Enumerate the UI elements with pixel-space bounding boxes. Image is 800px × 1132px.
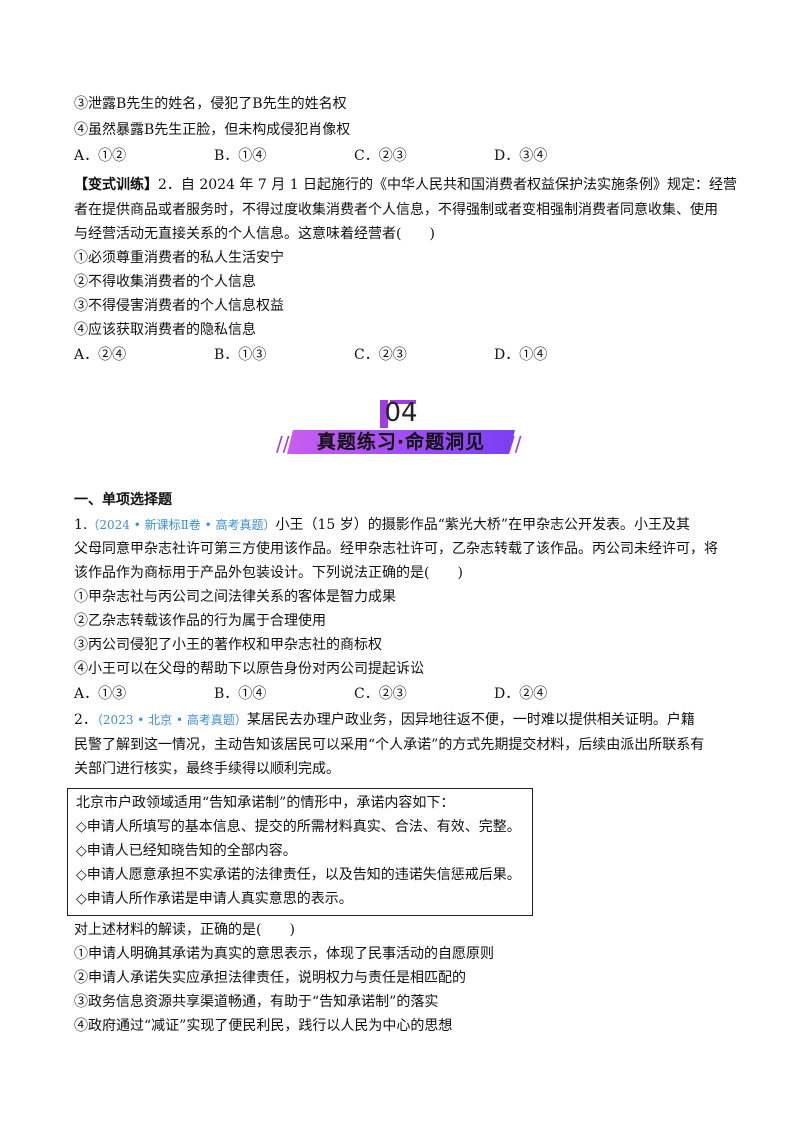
variant-options: A．②④ B．①③ C．②③ D．①④ xyxy=(74,343,734,367)
variant-label: 【变式训练】 xyxy=(74,177,158,193)
q1-option-a: A．①③ xyxy=(74,686,127,702)
q2-item-4: ④政府通过“减证”实现了便民利民，践行以人民为中心的思想 xyxy=(74,1018,453,1034)
q2-box-line-5: ◇申请人所作承诺是申请人真实意思的表示。 xyxy=(76,891,353,907)
q1-source: （2024 • 新课标Ⅱ卷 • 高考真题） xyxy=(87,518,276,532)
q1-item-4: ④小王可以在父母的帮助下以原告身份对丙公司提起诉讼 xyxy=(74,661,424,677)
variant-stem-1: 2．自 2024 年 7 月 1 日起施行的《中华人民共和国消费者权益保护法实施… xyxy=(158,177,738,193)
q1-stem-first: 小王（15 岁）的摄影作品“紫光大桥”在甲杂志公开发表。小王及其 xyxy=(275,517,691,533)
prev-options: A．①② B．①④ C．②③ D．③④ xyxy=(74,144,734,168)
number-accent-line xyxy=(390,400,416,404)
right-slash-decoration: // xyxy=(508,432,522,456)
q2-stem-line-1: 2．（2023 • 北京 • 高考真题）某居民去办理户政业务，因异地往返不便，一… xyxy=(74,708,695,732)
prev-option-b: B．①④ xyxy=(214,148,267,164)
q1-item-2: ②乙杂志转载该作品的行为属于合理使用 xyxy=(74,613,326,629)
section-banner: 04 // 真题练习·命题洞见 // xyxy=(276,398,526,462)
q1-number: 1. xyxy=(74,517,88,533)
section-title: 真题练习·命题洞见 xyxy=(316,431,486,453)
q2-box-line-1: 北京市户政领域适用“告知承诺制”的情形中，承诺内容如下： xyxy=(76,795,455,811)
variant-option-c: C．②③ xyxy=(354,347,407,363)
prev-item-4: ④虽然暴露B先生正脸，但未构成侵犯肖像权 xyxy=(74,122,351,138)
variant-option-d: D．①④ xyxy=(494,347,548,363)
q2-stem-line-3: 关部门进行核实，最终手续得以顺利完成。 xyxy=(74,761,340,777)
variant-item-3: ③不得侵害消费者的个人信息权益 xyxy=(74,298,284,314)
prev-option-a: A．①② xyxy=(74,148,127,164)
q1-option-b: B．①④ xyxy=(214,686,267,702)
q1-stem-line-3: 该作品作为商标用于产品外包装设计。下列说法正确的是( ) xyxy=(74,565,463,581)
q2-box-line-2: ◇申请人所填写的基本信息、提交的所需材料真实、合法、有效、完整。 xyxy=(76,819,521,835)
variant-item-2: ②不得收集消费者的个人信息 xyxy=(74,274,256,290)
variant-option-a: A．②④ xyxy=(74,347,127,363)
q1-option-d: D．②④ xyxy=(494,686,548,702)
variant-stem-line-2: 者在提供商品或者服务时，不得过度收集消费者个人信息，不得强制或者变相强制消费者同… xyxy=(74,202,718,218)
variant-option-b: B．①③ xyxy=(214,347,267,363)
q2-item-1: ①申请人明确其承诺为真实的意思表示，体现了民事活动的自愿原则 xyxy=(74,946,494,962)
prev-option-c: C．②③ xyxy=(354,148,407,164)
q1-options: A．①③ B．①④ C．②③ D．②④ xyxy=(74,682,734,706)
part-heading: 一、单项选择题 xyxy=(74,492,172,508)
number-accent-bar xyxy=(380,400,388,428)
q1-item-1: ①甲杂志社与丙公司之间法律关系的客体是智力成果 xyxy=(74,589,396,605)
q1-stem-line-2: 父母同意甲杂志社许可第三方使用该作品。经甲杂志社许可，乙杂志转载了该作品。丙公司… xyxy=(74,541,718,557)
q2-item-3: ③政务信息资源共享渠道畅通，有助于“告知承诺制”的落实 xyxy=(74,994,439,1010)
q2-box-line-3: ◇申请人已经知晓告知的全部内容。 xyxy=(76,843,297,859)
section-number: 04 xyxy=(384,398,418,428)
variant-stem-line-3: 与经营活动无直接关系的个人信息。这意味着经营者( ) xyxy=(74,226,435,242)
q2-stem-first: 某居民去办理户政业务，因异地往返不便，一时难以提供相关证明。户籍 xyxy=(246,712,695,728)
q2-box-line-4: ◇申请人愿意承担不实承诺的法律责任，以及告知的违诺失信惩戒后果。 xyxy=(76,867,521,883)
q2-question: 对上述材料的解读，正确的是( ) xyxy=(74,922,295,938)
q1-option-c: C．②③ xyxy=(354,686,407,702)
prev-item-3: ③泄露B先生的姓名，侵犯了B先生的姓名权 xyxy=(74,96,347,112)
variant-item-1: ①必须尊重消费者的私人生活安宁 xyxy=(74,250,284,266)
q2-source: （2023 • 北京 • 高考真题） xyxy=(96,713,247,727)
variant-item-4: ④应该获取消费者的隐私信息 xyxy=(74,322,256,338)
q2-stem-line-2: 民警了解到这一情况，主动告知该居民可以采用“个人承诺”的方式先期提交材料，后续由… xyxy=(74,737,705,753)
q1-stem-line-1: 1.（2024 • 新课标Ⅱ卷 • 高考真题）小王（15 岁）的摄影作品“紫光大… xyxy=(74,513,690,537)
q1-item-3: ③丙公司侵犯了小王的著作权和甲杂志社的商标权 xyxy=(74,637,382,653)
left-slash-decoration: // xyxy=(276,432,290,456)
q2-item-2: ②申请人承诺失实应承担法律责任，说明权力与责任是相匹配的 xyxy=(74,970,466,986)
q2-number: 2． xyxy=(74,712,97,728)
q2-material-box: 北京市户政领域适用“告知承诺制”的情形中，承诺内容如下： ◇申请人所填写的基本信… xyxy=(67,788,533,916)
prev-option-d: D．③④ xyxy=(494,148,548,164)
variant-stem-line-1: 【变式训练】2．自 2024 年 7 月 1 日起施行的《中华人民共和国消费者权… xyxy=(74,173,737,197)
